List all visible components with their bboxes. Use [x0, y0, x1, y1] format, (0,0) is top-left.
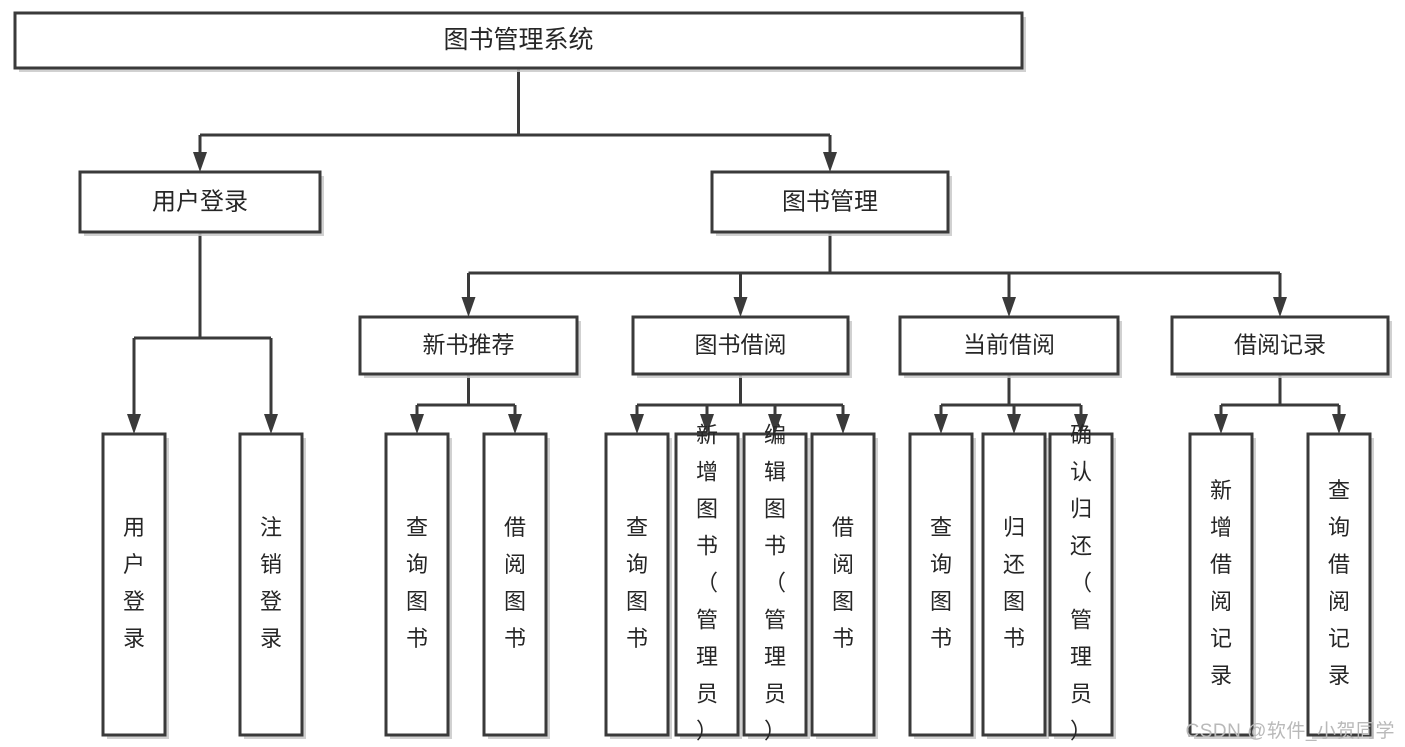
node-leaf-logout[interactable]: 注销登录: [238, 432, 306, 739]
node-leaf-query-book-rec[interactable]: 查询图书: [384, 432, 452, 739]
node-user-login[interactable]: 用户登录: [78, 170, 324, 236]
node-label: 图书借阅: [695, 332, 787, 358]
node-rect: [908, 432, 974, 737]
node-leaf-borrow-book[interactable]: 借阅图书: [810, 432, 878, 739]
node-rect: [898, 315, 1120, 376]
node-root[interactable]: 图书管理系统: [13, 11, 1026, 72]
node-leaf-borrow-book-rec[interactable]: 借阅图书: [482, 432, 550, 739]
node-rect: [482, 432, 548, 737]
node-label: 查询图书: [930, 515, 952, 651]
node-new-book-recommend[interactable]: 新书推荐: [358, 315, 581, 378]
node-label: 注销登录: [260, 515, 282, 651]
node-rect: [674, 432, 740, 737]
node-rect: [631, 315, 850, 376]
node-label: 确认归还（管理员）: [1070, 422, 1092, 743]
node-leaf-confirm-return-admin[interactable]: 确认归还（管理员）: [1048, 422, 1116, 743]
node-rect: [1306, 432, 1372, 737]
node-leaf-query-borrow-record[interactable]: 查询借阅记录: [1306, 432, 1374, 739]
node-book-borrow[interactable]: 图书借阅: [631, 315, 852, 378]
node-leaf-add-borrow-record[interactable]: 新增借阅记录: [1188, 432, 1256, 739]
node-label: 当前借阅: [963, 332, 1055, 358]
node-current-borrow[interactable]: 当前借阅: [898, 315, 1122, 378]
node-rect: [710, 170, 950, 234]
node-label: 借阅图书: [504, 515, 526, 651]
node-rect: [981, 432, 1047, 737]
node-leaf-return-book[interactable]: 归还图书: [981, 432, 1049, 739]
node-label: 借阅图书: [832, 515, 854, 651]
node-borrow-record[interactable]: 借阅记录: [1170, 315, 1392, 378]
node-label: 归还图书: [1003, 515, 1025, 651]
node-label: 新书推荐: [423, 332, 515, 358]
node-leaf-query-book-cur[interactable]: 查询图书: [908, 432, 976, 739]
node-label: 图书管理: [782, 188, 878, 215]
node-label: 编辑图书（管理员）: [764, 422, 786, 743]
node-rect: [13, 11, 1024, 70]
node-rect: [810, 432, 876, 737]
node-leaf-edit-book-admin[interactable]: 编辑图书（管理员）: [742, 422, 810, 743]
node-label: 查询图书: [406, 515, 428, 651]
node-book-manage[interactable]: 图书管理: [710, 170, 952, 236]
node-rect: [384, 432, 450, 737]
node-rect: [358, 315, 579, 376]
node-rect: [238, 432, 304, 737]
node-label: 用户登录: [123, 515, 145, 651]
node-rect: [1188, 432, 1254, 737]
node-leaf-add-book-admin[interactable]: 新增图书（管理员）: [674, 422, 742, 743]
node-rect: [78, 170, 322, 234]
node-label: 用户登录: [152, 188, 248, 215]
node-rect: [1048, 432, 1114, 737]
node-leaf-user-login[interactable]: 用户登录: [101, 432, 169, 739]
node-label: 借阅记录: [1234, 332, 1326, 358]
node-rect: [742, 432, 808, 737]
node-rect: [604, 432, 670, 737]
node-leaf-query-book-borrow[interactable]: 查询图书: [604, 432, 672, 739]
node-layer: 图书管理系统用户登录图书管理新书推荐图书借阅当前借阅借阅记录用户登录注销登录查询…: [13, 11, 1392, 743]
connector-layer: [127, 68, 1346, 434]
node-rect: [1170, 315, 1390, 376]
node-label: 查询借阅记录: [1328, 478, 1350, 688]
node-label: 查询图书: [626, 515, 648, 651]
node-label: 新增借阅记录: [1210, 478, 1232, 688]
node-label: 图书管理系统: [443, 26, 593, 54]
node-label: 新增图书（管理员）: [696, 422, 718, 743]
node-rect: [101, 432, 167, 737]
